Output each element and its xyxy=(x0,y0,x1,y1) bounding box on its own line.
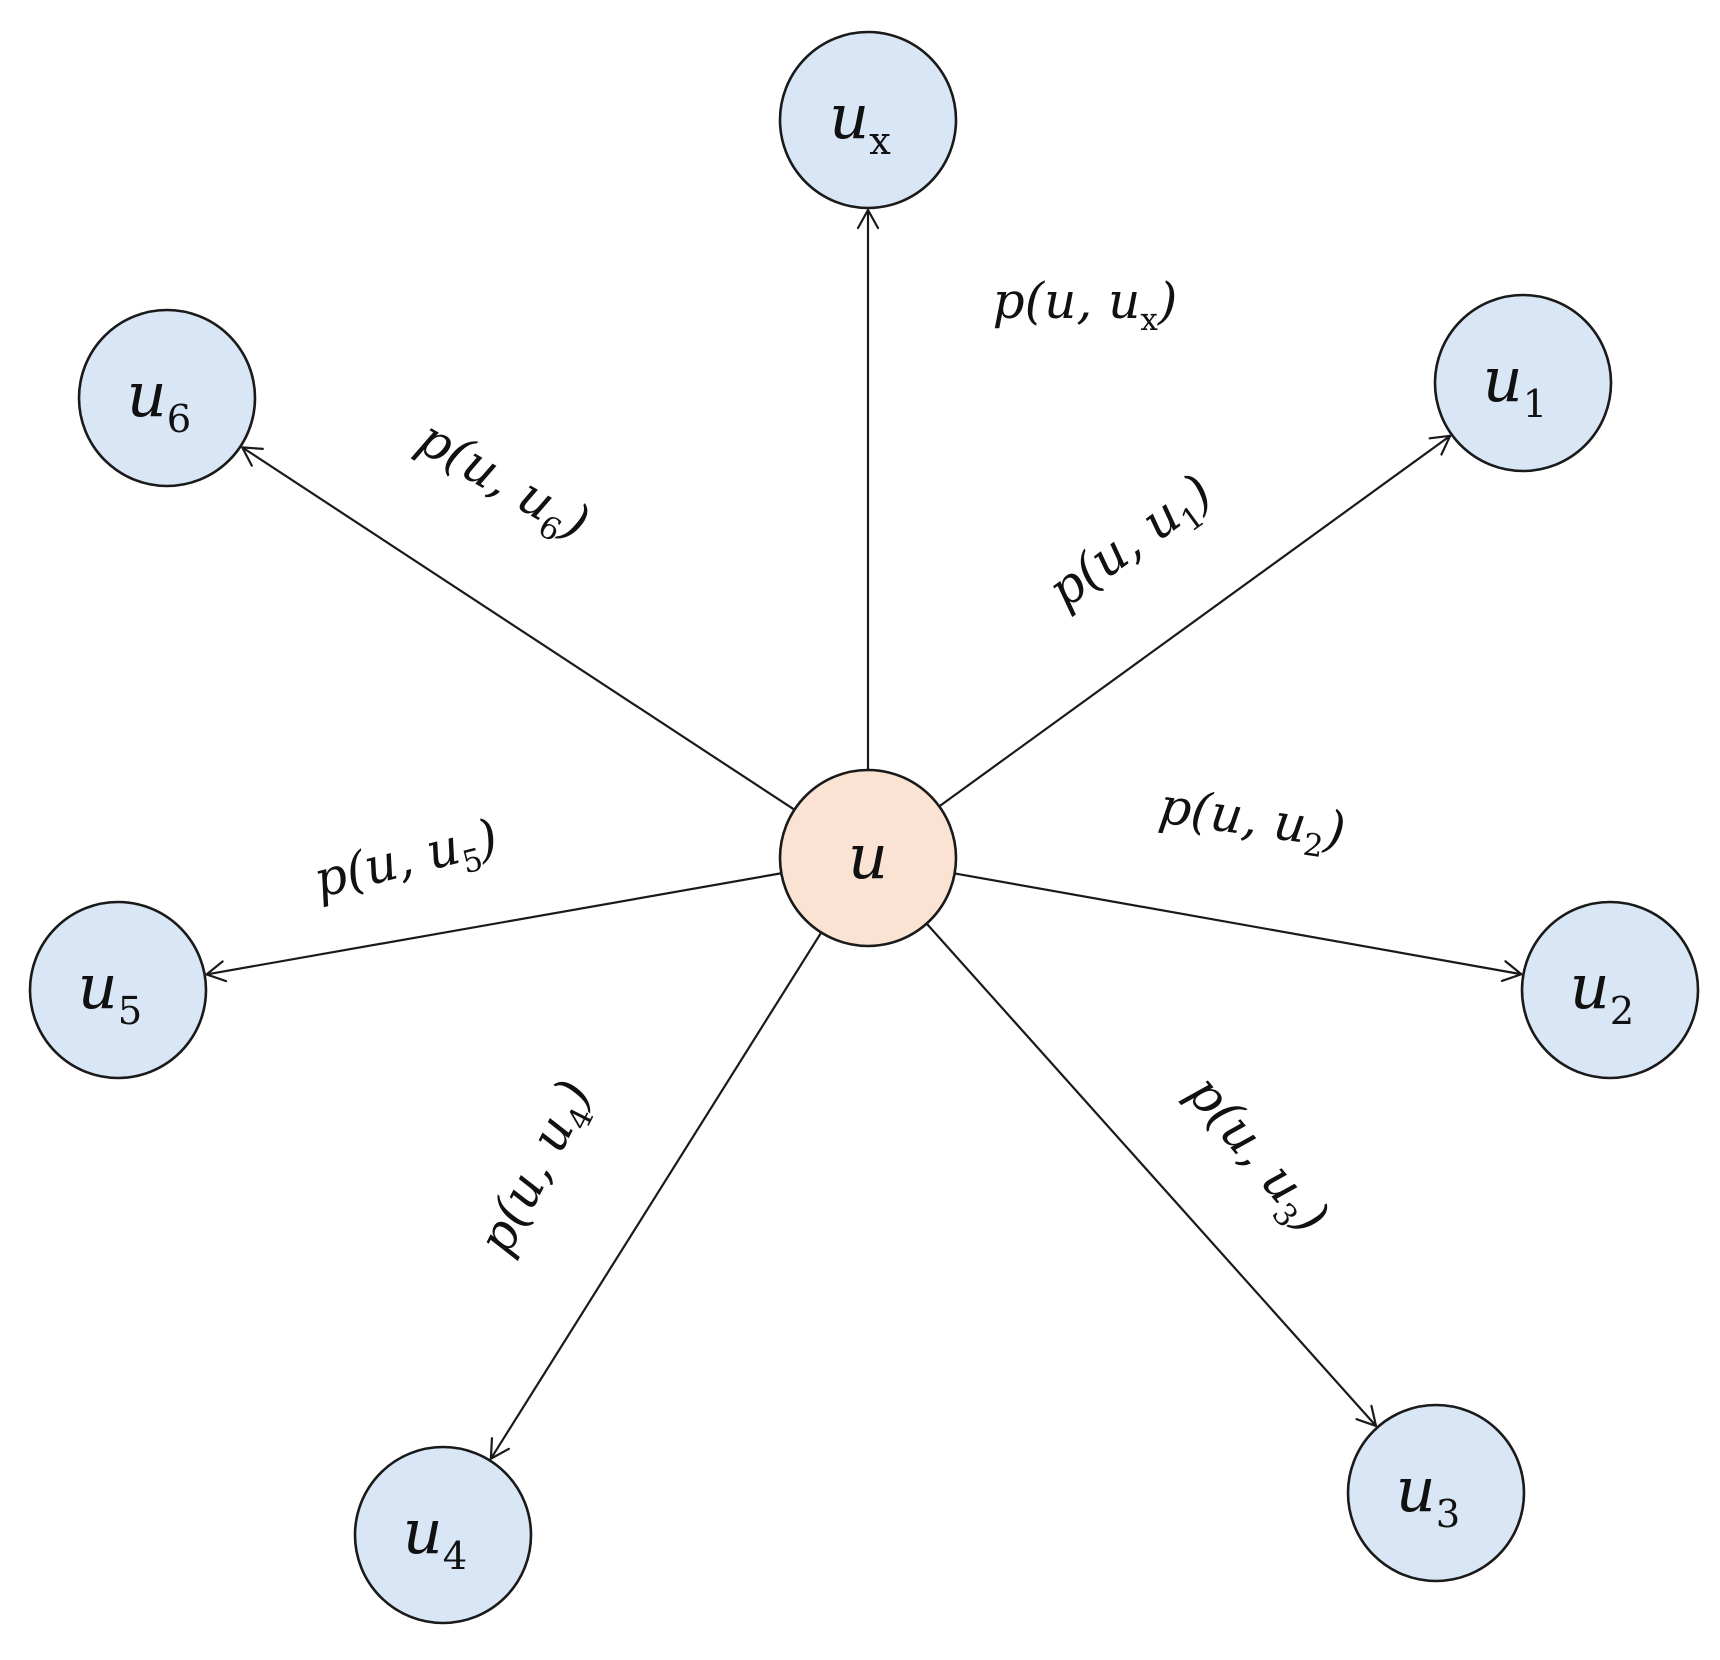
node-label-main: u xyxy=(1396,1453,1436,1526)
node-label-subscript: 1 xyxy=(1523,382,1547,427)
node-label: u2 xyxy=(1570,950,1634,1034)
edge-label-5: p(u, u5) xyxy=(308,808,505,917)
edge-0 xyxy=(856,208,880,770)
node-label-subscript: 3 xyxy=(1436,1492,1460,1537)
node-label: u6 xyxy=(127,358,191,442)
edge-line xyxy=(241,446,796,811)
node-circle xyxy=(1520,900,1700,1080)
arrowhead-icon xyxy=(241,446,264,467)
edge-label-suffix: ) xyxy=(1321,800,1349,860)
edge-3 xyxy=(925,922,1378,1428)
edge-label-6: p(u, u6) xyxy=(404,408,599,559)
edge-label-4: p(u, u4) xyxy=(467,1071,611,1268)
edge-line xyxy=(206,872,782,976)
edge-4 xyxy=(489,931,823,1460)
edge-line xyxy=(938,434,1451,808)
edge-label-suffix: ) xyxy=(1157,272,1178,330)
node-label: ux xyxy=(829,80,891,164)
node-label-subscript: x xyxy=(869,119,891,164)
edge-1 xyxy=(938,434,1452,808)
edge-labels-layer: p(u, ux)p(u, u1)p(u, u2)p(u, u3)p(u, u4)… xyxy=(308,272,1349,1268)
node-u-x: ux xyxy=(778,30,958,210)
center-node-label: u xyxy=(848,820,888,893)
edge-5 xyxy=(205,872,782,983)
node-u-3: u3 xyxy=(1346,1403,1526,1583)
arrowhead-icon xyxy=(1355,1404,1378,1428)
node-label-main: u xyxy=(403,1495,443,1568)
arrowhead-icon xyxy=(489,1437,510,1460)
node-label: u1 xyxy=(1483,343,1547,427)
edge-label-x: p(u, ux) xyxy=(993,272,1178,338)
edge-label-2: p(u, u2) xyxy=(1155,776,1349,867)
node-label: u4 xyxy=(403,1495,467,1579)
arrowhead-icon xyxy=(856,208,880,230)
node-u-4: u4 xyxy=(353,1445,533,1625)
edge-label-target: u xyxy=(1108,272,1140,330)
node-label-main: u xyxy=(1483,343,1523,416)
node-label-subscript: 2 xyxy=(1610,989,1634,1034)
edge-label-1: p(u, u1) xyxy=(1037,463,1227,626)
node-u-1: u1 xyxy=(1433,293,1613,473)
node-u-2: u2 xyxy=(1520,900,1700,1080)
edge-label-3: p(u, u3) xyxy=(1170,1064,1341,1250)
edge-line xyxy=(489,931,823,1460)
edge-label-prefix: p(u, xyxy=(308,825,434,909)
edge-label-prefix: p(u, xyxy=(1156,776,1278,850)
node-circle xyxy=(778,30,958,210)
node-u-5: u5 xyxy=(28,900,208,1080)
edge-2 xyxy=(954,872,1523,983)
node-circle xyxy=(1433,293,1613,473)
edge-line xyxy=(925,922,1377,1427)
node-circle xyxy=(353,1445,533,1625)
node-label-main: u xyxy=(829,80,869,153)
center-node-circle xyxy=(778,768,958,948)
edge-6 xyxy=(241,446,796,811)
edges-layer xyxy=(205,208,1523,1460)
edge-label-subscript: 2 xyxy=(1301,827,1326,865)
arrowhead-icon xyxy=(1428,434,1452,456)
edge-label-subscript: x xyxy=(1140,302,1158,338)
node-label: u3 xyxy=(1396,1453,1460,1537)
node-circle xyxy=(77,308,257,488)
node-label-main: u xyxy=(127,358,167,431)
edge-label-target: u xyxy=(1270,793,1310,855)
arrowhead-icon xyxy=(205,960,228,983)
node-label-subscript: 4 xyxy=(443,1534,467,1579)
edge-line xyxy=(954,872,1522,976)
center-node: u xyxy=(778,768,958,948)
arrowhead-icon xyxy=(1500,960,1523,983)
node-label-main: u xyxy=(1570,950,1610,1023)
edge-label-prefix: p(u, xyxy=(993,272,1109,330)
node-u-6: u6 xyxy=(77,308,257,488)
node-circle xyxy=(1346,1403,1526,1583)
node-label-main: u xyxy=(78,950,118,1023)
node-label-subscript: 6 xyxy=(167,397,191,442)
node-circle xyxy=(28,900,208,1080)
center-node-label-main: u xyxy=(848,820,888,893)
node-label: u5 xyxy=(78,950,142,1034)
node-label-subscript: 5 xyxy=(118,989,142,1034)
